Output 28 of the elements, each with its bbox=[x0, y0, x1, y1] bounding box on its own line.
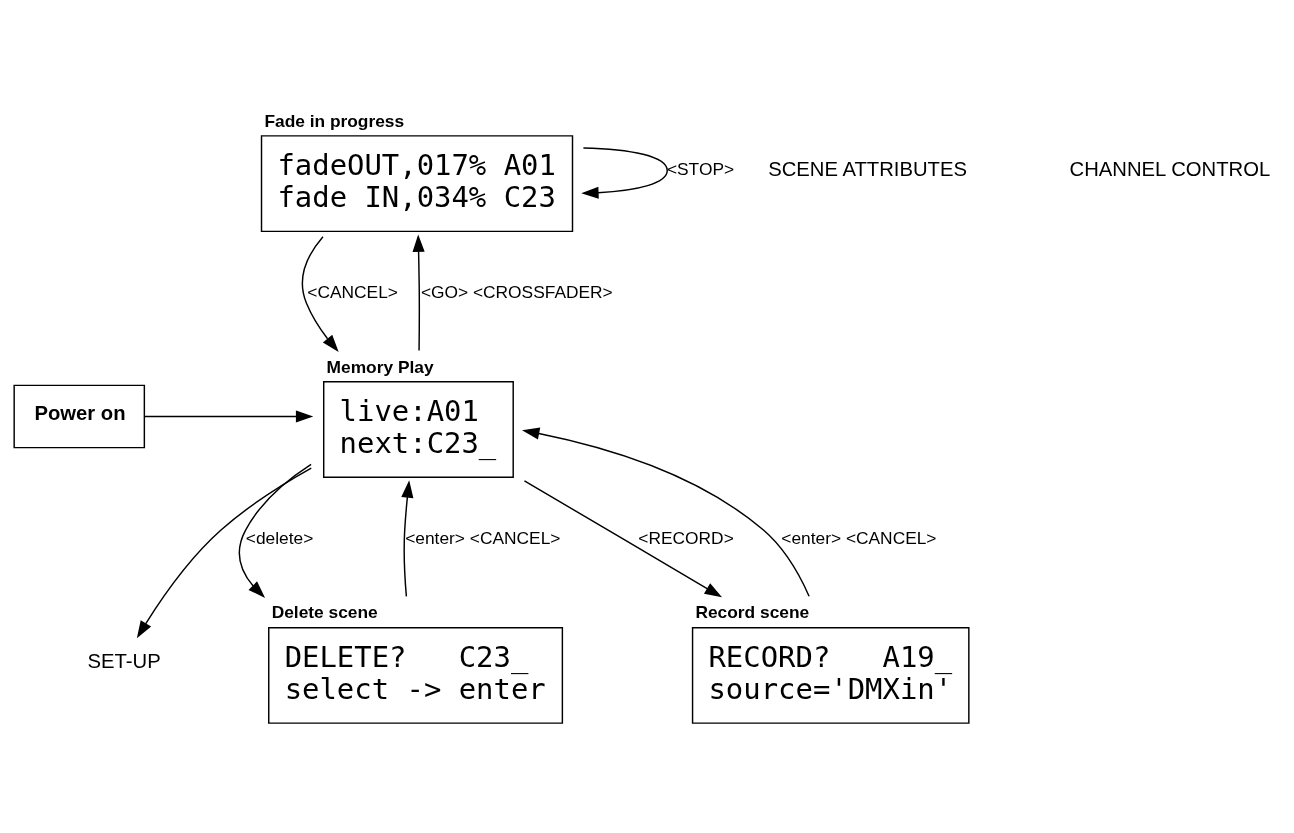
node-text: SET-UP bbox=[87, 649, 161, 672]
edge-label: <GO> <CROSSFADER> bbox=[420, 282, 613, 303]
node-label: Memory Play bbox=[326, 356, 434, 377]
arrow bbox=[522, 427, 810, 597]
arrow bbox=[581, 147, 668, 199]
edge-label: <enter> <CANCEL> bbox=[405, 527, 561, 548]
node-box: Power on bbox=[13, 384, 146, 449]
node-box: live:A01 next:C23_ bbox=[323, 381, 514, 478]
arrow bbox=[144, 410, 314, 423]
node-box: RECORD? A19_ source='DMXin' bbox=[691, 626, 970, 724]
node-box: fadeOUT,017% A01 fade IN,034% C23 bbox=[260, 135, 574, 233]
arrow bbox=[412, 234, 425, 352]
edge-label: <enter> <CANCEL> bbox=[781, 527, 937, 548]
arrow bbox=[136, 467, 312, 639]
node-box: DELETE? C23_ select -> enter bbox=[268, 626, 564, 724]
edge-label: <CANCEL> bbox=[307, 282, 398, 303]
arrow bbox=[401, 480, 414, 598]
arrow bbox=[301, 235, 339, 353]
node-label: Fade in progress bbox=[264, 110, 405, 131]
node-label: Delete scene bbox=[271, 602, 378, 623]
edge-label: <STOP> bbox=[666, 159, 735, 180]
node-label: Record scene bbox=[695, 602, 810, 623]
edge-label: <delete> bbox=[245, 527, 314, 548]
edge-label: <RECORD> bbox=[638, 527, 734, 548]
label: CHANNEL CONTROL bbox=[1069, 157, 1271, 180]
arrow bbox=[238, 463, 312, 598]
label: SCENE ATTRIBUTES bbox=[768, 157, 967, 180]
arrow bbox=[523, 480, 722, 598]
